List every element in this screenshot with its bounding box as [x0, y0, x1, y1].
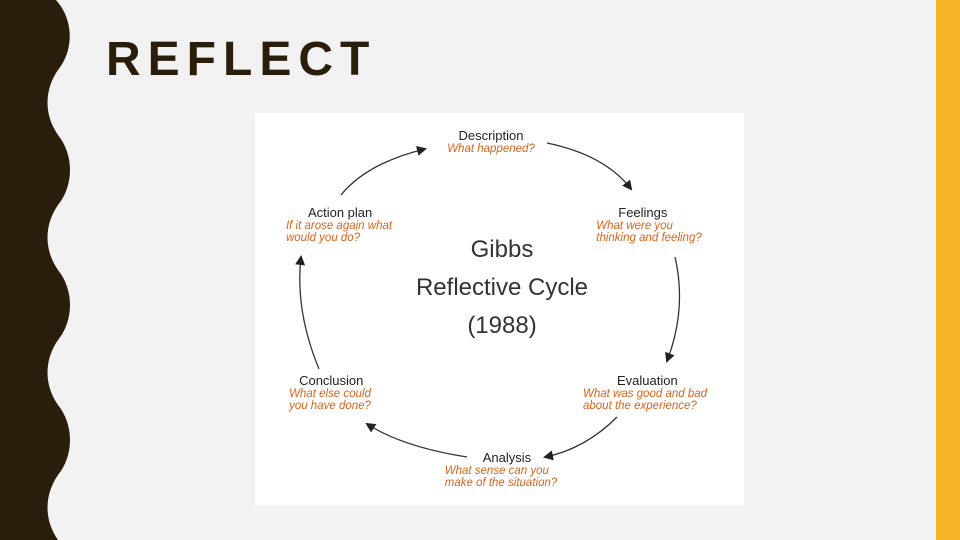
- stage-question: What else could: [289, 388, 371, 400]
- stage-question: What sense can you: [444, 465, 549, 477]
- stage-title: Analysis: [482, 450, 532, 465]
- stage-evaluation: Evaluation What was good and bad about t…: [583, 373, 707, 412]
- stage-question: you have done?: [289, 400, 371, 412]
- left-wave-band: [0, 0, 70, 540]
- stage-feelings: Feelings What were you thinking and feel…: [596, 205, 702, 244]
- stage-question: If it arose again what: [285, 220, 393, 232]
- arrow-conclusion-to-action-plan: [295, 255, 320, 370]
- arrow-description-to-feelings: [546, 142, 633, 191]
- stage-question: What happened?: [447, 143, 535, 155]
- center-title-line: Gibbs: [470, 236, 534, 263]
- stage-title: Feelings: [618, 205, 668, 220]
- stage-question: would you do?: [285, 232, 361, 244]
- stage-question: about the experience?: [582, 400, 697, 412]
- stage-question: What were you: [596, 220, 673, 232]
- stage-title: Description: [458, 128, 524, 143]
- arrow-analysis-to-conclusion: [365, 422, 468, 458]
- center-title-line: Reflective Cycle: [415, 274, 589, 301]
- stage-title: Evaluation: [616, 373, 678, 388]
- stage-title: Action plan: [307, 205, 373, 220]
- slide-title: REFLECT: [106, 33, 377, 86]
- stage-question: What was good and bad: [582, 388, 708, 400]
- right-accent-bar: [936, 0, 960, 540]
- arrow-feelings-to-evaluation: [665, 256, 681, 363]
- arrow-evaluation-to-analysis: [543, 416, 618, 461]
- stage-question: make of the situation?: [444, 477, 558, 489]
- stage-analysis: Analysis What sense can you make of the …: [445, 450, 558, 489]
- center-title-line: (1988): [467, 312, 537, 339]
- gibbs-cycle-diagram: Description What happened? Feelings What…: [255, 113, 744, 505]
- diagram-center-title: Gibbs Reflective Cycle (1988): [416, 231, 588, 345]
- stage-title: Conclusion: [299, 373, 364, 388]
- stage-action-plan: Action plan If it arose again what would…: [286, 205, 392, 244]
- stage-description: Description What happened?: [447, 128, 535, 155]
- stage-question: thinking and feeling?: [596, 232, 702, 244]
- cycle-arrows: [295, 142, 681, 461]
- stage-conclusion: Conclusion What else could you have done…: [289, 373, 371, 412]
- arrow-action-plan-to-description: [340, 146, 427, 196]
